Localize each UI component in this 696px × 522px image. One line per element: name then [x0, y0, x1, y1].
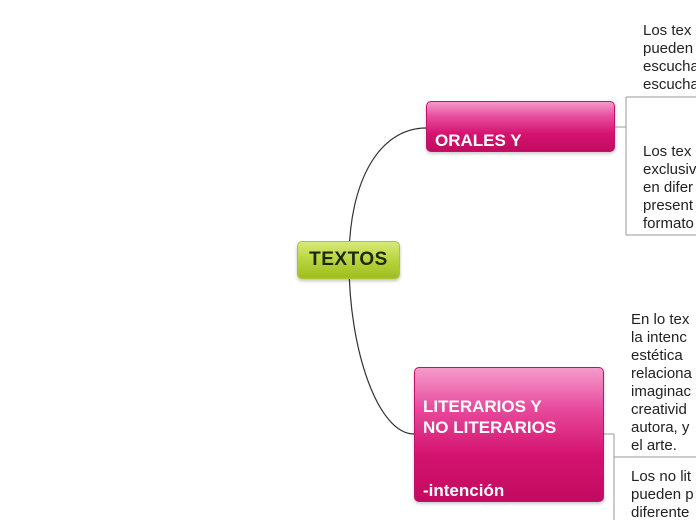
connector-root-to-orales	[348, 127, 427, 261]
connector-root-to-literarios	[348, 261, 415, 435]
branch-node-literarios[interactable]: LITERARIOS Y NO LITERARIOS -intención co…	[414, 367, 604, 521]
root-node-textos[interactable]: TEXTOS	[297, 241, 400, 279]
leaf-text-orales[interactable]: Los tex pueden escucha escucha	[643, 22, 696, 93]
branch-label: LITERARIOS Y NO LITERARIOS -intención co…	[423, 397, 557, 521]
leaf-text-no-literarios[interactable]: Los no lit pueden p diferente	[631, 468, 694, 521]
leaf-text-literarios[interactable]: En lo tex la intenc estética relaciona i…	[631, 311, 692, 454]
branch-label: ORALES Y ESCRITOS	[435, 131, 522, 171]
leaf-text-escritos[interactable]: Los tex exclusiv en difer present format…	[643, 143, 696, 232]
bracket-literarios	[604, 433, 696, 520]
branch-node-orales-escritos[interactable]: ORALES Y ESCRITOS	[426, 101, 615, 171]
bracket-orales	[615, 96, 696, 236]
root-label: TEXTOS	[309, 249, 388, 270]
